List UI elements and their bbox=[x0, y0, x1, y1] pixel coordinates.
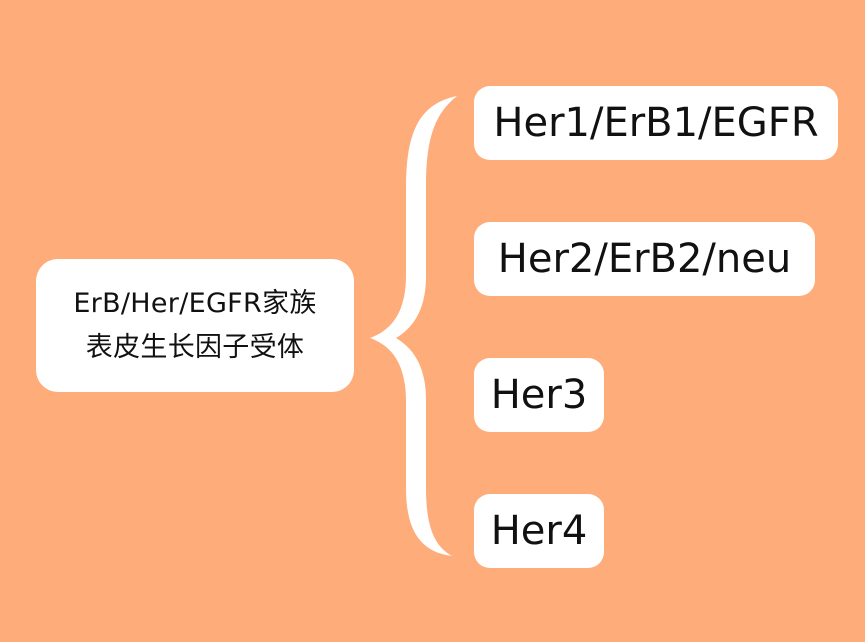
curly-brace-connector bbox=[370, 96, 457, 556]
curly-brace-shape bbox=[370, 96, 457, 556]
child-node-her3-label: Her3 bbox=[490, 372, 588, 418]
child-node-her2: Her2/ErB2/neu bbox=[474, 222, 815, 296]
child-node-her3: Her3 bbox=[474, 358, 604, 432]
child-node-her1-label: Her1/ErB1/EGFR bbox=[493, 100, 819, 146]
child-node-her4: Her4 bbox=[474, 494, 604, 568]
child-node-her1: Her1/ErB1/EGFR bbox=[474, 86, 838, 160]
root-node-line-1: ErB/Her/EGFR家族 bbox=[73, 287, 317, 319]
root-node-line-2: 表皮生长因子受体 bbox=[85, 331, 305, 363]
child-node-her4-label: Her4 bbox=[490, 508, 588, 554]
root-node: ErB/Her/EGFR家族 表皮生长因子受体 bbox=[36, 259, 354, 392]
child-node-her2-label: Her2/ErB2/neu bbox=[497, 236, 792, 282]
